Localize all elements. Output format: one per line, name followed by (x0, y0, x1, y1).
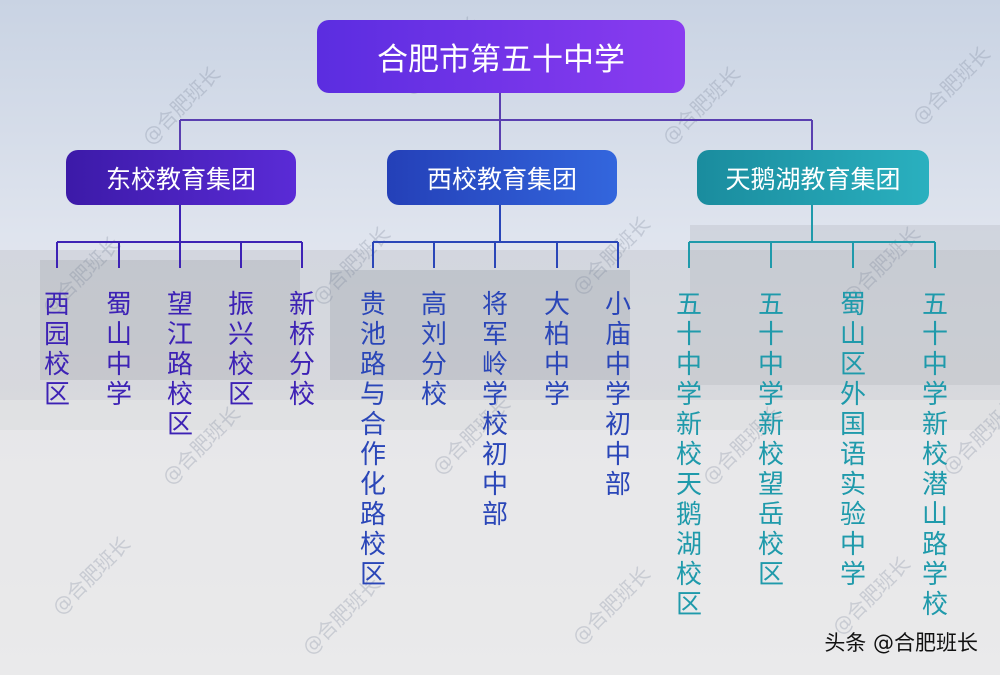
school-jiangjunling: 将军岭学校初中部 (481, 290, 508, 530)
school-zhenxing: 振兴校区 (227, 290, 254, 410)
school-wangjianglu: 望江路校区 (166, 290, 193, 440)
group-east-box: 东校教育集团 (66, 150, 296, 205)
school-xiyuan: 西园校区 (43, 290, 70, 410)
group-west-box: 西校教育集团 (387, 150, 617, 205)
school-xinqiao: 新桥分校 (288, 290, 315, 410)
root-school-box: 合肥市第五十中学 (317, 20, 685, 93)
school-xiaomiao: 小庙中学初中部 (604, 290, 631, 500)
school-shushan-foreign-language: 蜀山区外国语实验中学 (839, 290, 866, 590)
school-guichilu: 贵池路与合作化路校区 (359, 290, 386, 590)
school-dabai: 大柏中学 (543, 290, 570, 410)
source-credit: 头条 @合肥班长 (824, 631, 978, 655)
school-wangyue: 五十中学新校望岳校区 (757, 290, 784, 590)
school-tianehu: 五十中学新校天鹅湖校区 (675, 290, 702, 620)
school-shushan-middle: 蜀山中学 (105, 290, 132, 410)
school-qianshanlu: 五十中学新校潜山路学校 (921, 290, 948, 620)
group-swan-lake-box: 天鹅湖教育集团 (697, 150, 929, 205)
school-gaoliu: 高刘分校 (420, 290, 447, 410)
